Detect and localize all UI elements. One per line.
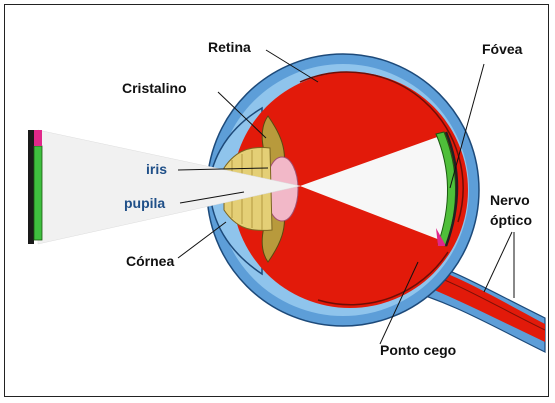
- object-dark-edge: [28, 130, 34, 244]
- label-pupila: pupila: [124, 195, 165, 211]
- label-fovea: Fóvea: [482, 41, 522, 57]
- leader-nervo-a: [484, 232, 512, 292]
- label-retina: Retina: [208, 39, 251, 55]
- label-nervo: Nervo: [490, 192, 530, 208]
- label-iris: iris: [146, 161, 167, 177]
- label-cristalino: Cristalino: [122, 80, 187, 96]
- label-cornea: Córnea: [126, 253, 174, 269]
- label-ponto-cego: Ponto cego: [380, 342, 456, 358]
- object-pink: [34, 130, 42, 146]
- object-green: [34, 146, 42, 240]
- label-optico: óptico: [490, 212, 532, 228]
